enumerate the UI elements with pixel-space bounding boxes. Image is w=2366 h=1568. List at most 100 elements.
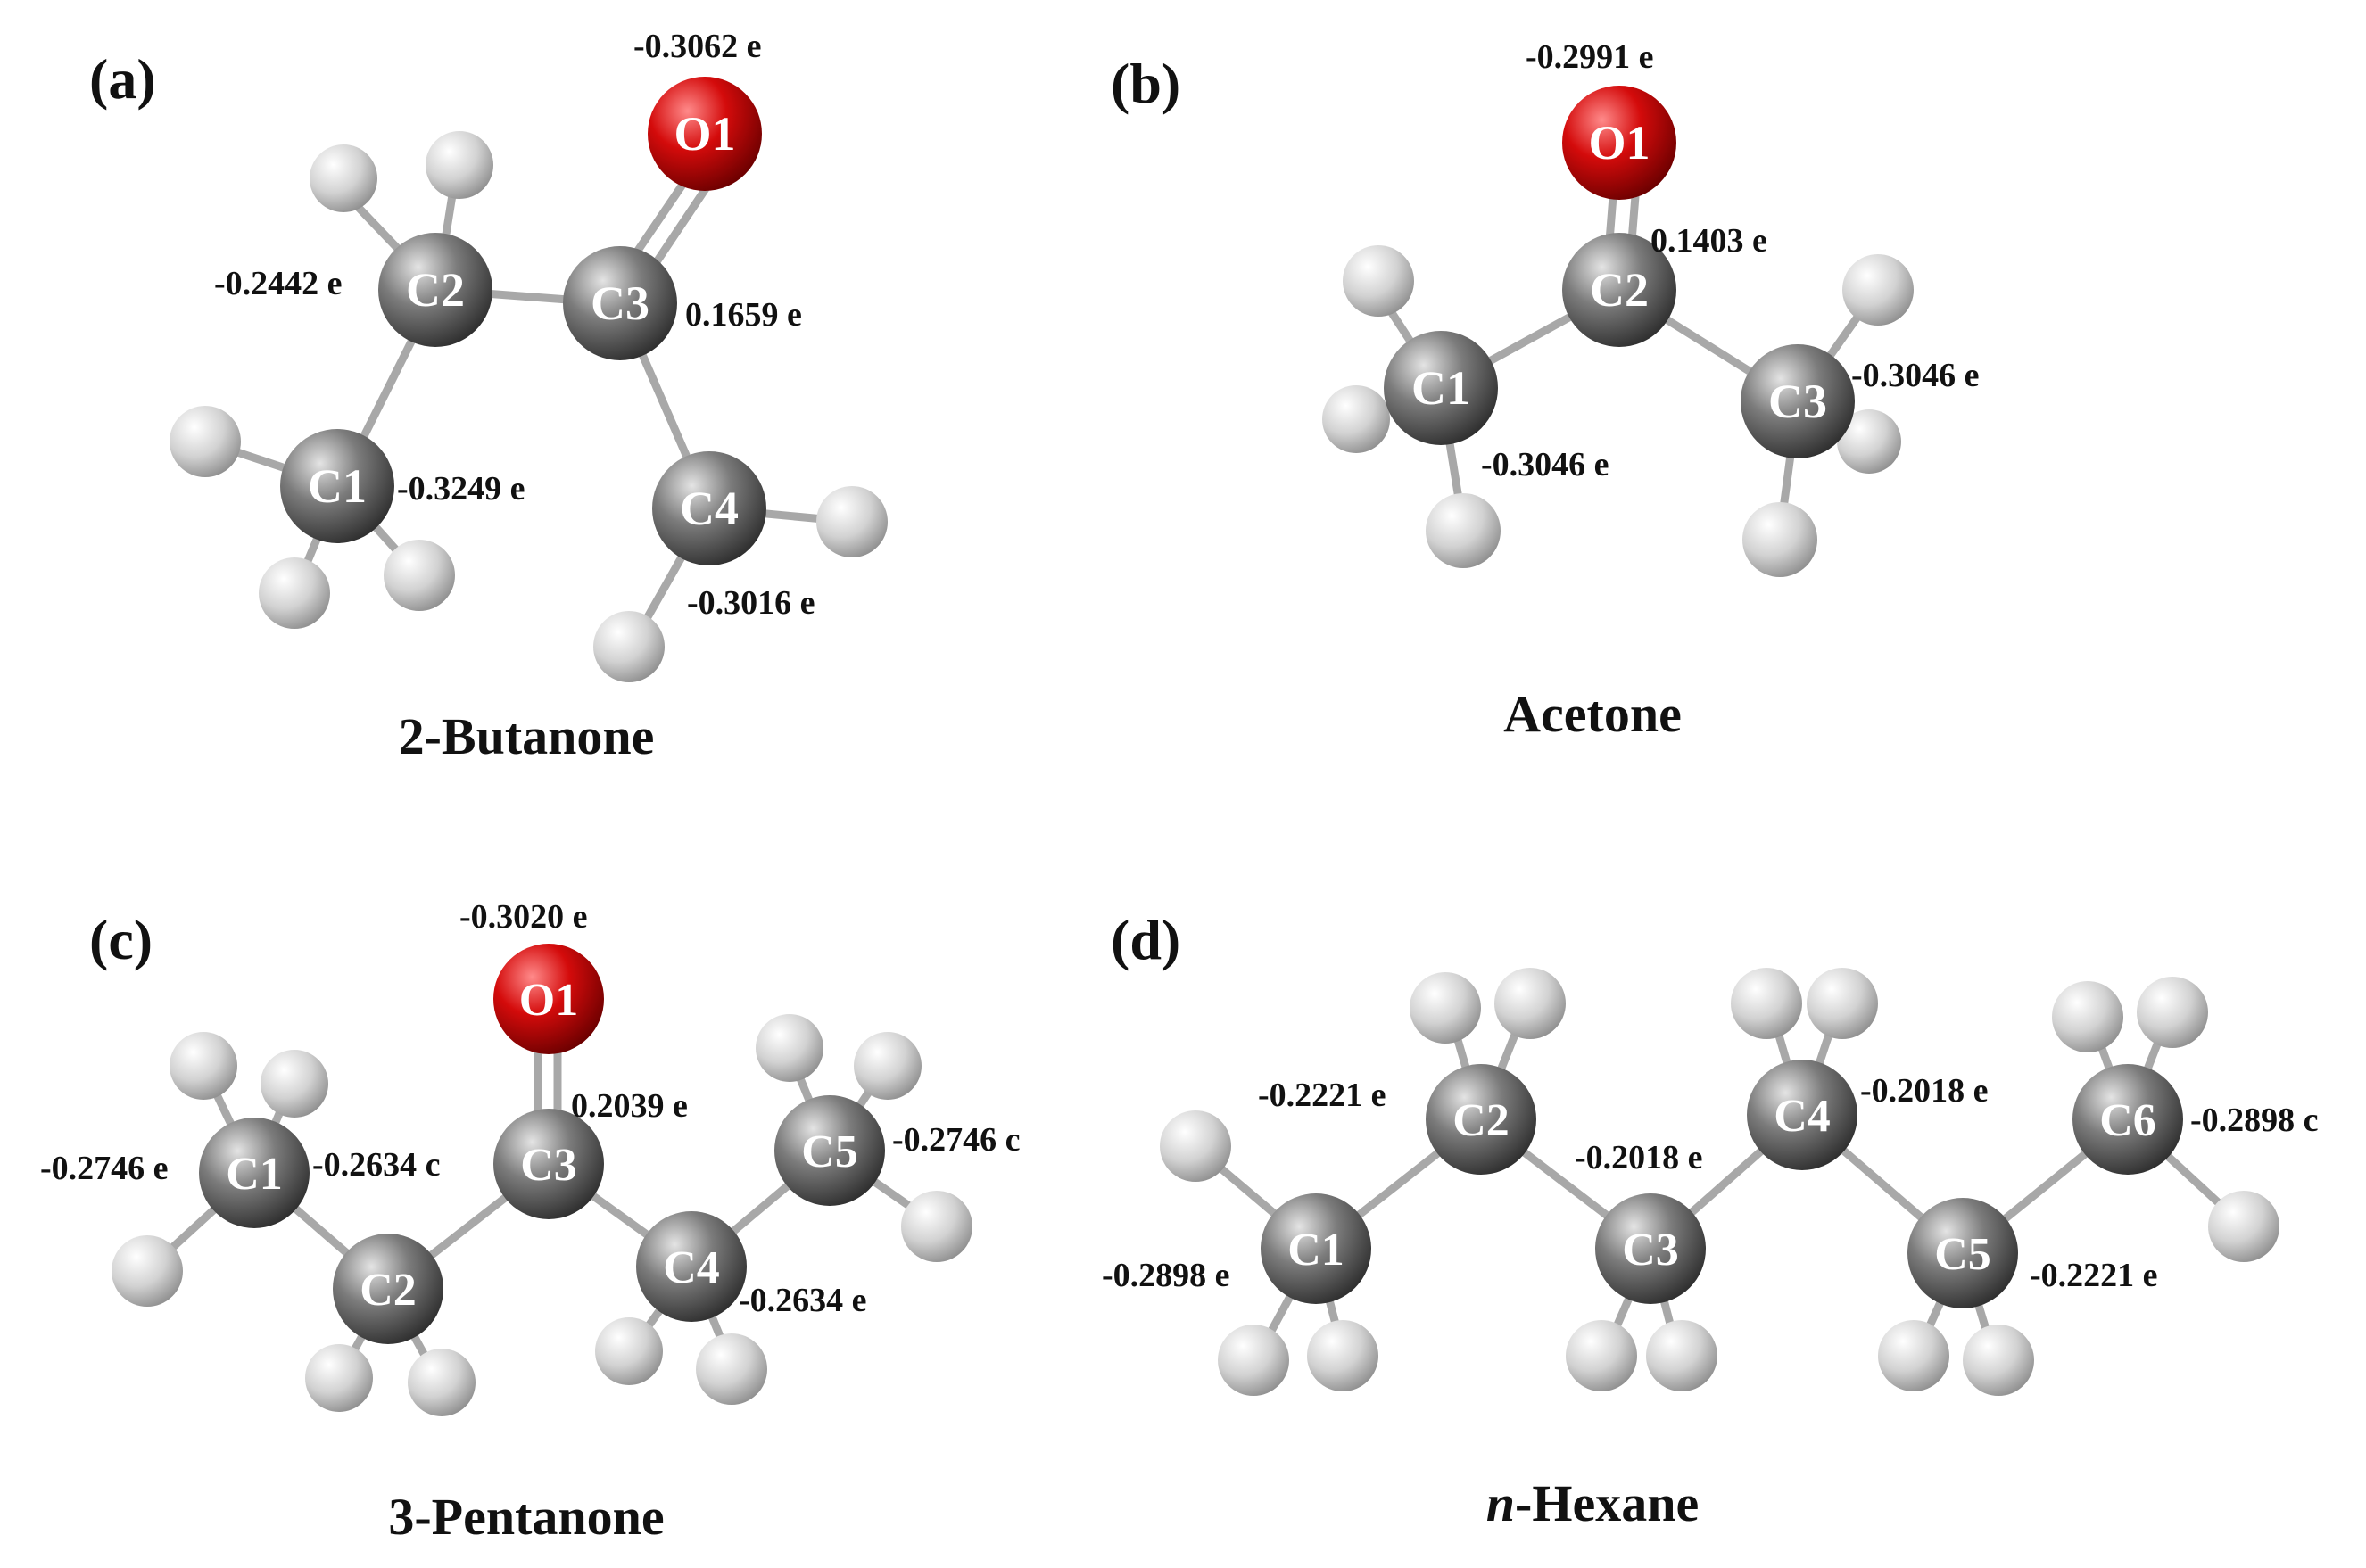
bonds-d (1195, 1003, 2244, 1360)
hydrogen-atom (1742, 502, 1817, 577)
hydrogen-atom (259, 557, 330, 629)
hydrogen-atom (1963, 1325, 2034, 1396)
atom-label-C1: C1 (308, 459, 367, 513)
hydrogen-atom (901, 1191, 972, 1262)
hydrogen-atom (1731, 968, 1802, 1039)
atom-C2 (378, 233, 492, 347)
atom-C1 (1384, 331, 1498, 445)
hydrogens-c (112, 1014, 972, 1416)
hydrogen-atom (1160, 1110, 1231, 1182)
heavy-atoms-b (1384, 86, 1855, 458)
hydrogens-a (170, 131, 888, 682)
atom-C5 (1907, 1198, 2018, 1308)
hydrogen-atom (1566, 1320, 1637, 1391)
hydrogen-atom (384, 540, 455, 611)
charge-C4: -0.2018 e (1860, 1072, 1989, 1110)
panel-b: O1 C2 C1 C3 -0.2991 e 0.1403 e -0.3046 e… (1111, 38, 1980, 743)
hydrogen-atom (696, 1333, 767, 1405)
atom-label-C2: C2 (360, 1265, 417, 1316)
hydrogen-atom (1343, 245, 1414, 317)
atom-label-C1: C1 (1411, 361, 1470, 415)
atom-label-C3: C3 (1768, 375, 1827, 428)
panel-c: O1 C1 C2 C3 C4 C5 -0.3020 e -0.2746 e -0… (40, 898, 1021, 1546)
atom-C1 (280, 429, 394, 543)
charge-O1: -0.3062 e (633, 28, 762, 65)
panel-a: O1 C2 C3 C1 C4 -0.3062 e -0.2442 e 0.165… (89, 28, 888, 765)
atom-label-C1: C1 (1287, 1225, 1344, 1275)
panel-label: (d) (1111, 908, 1180, 971)
hydrogen-atom (1494, 968, 1566, 1039)
hydrogen-atom (593, 611, 665, 682)
charge-C3: -0.2018 e (1575, 1139, 1703, 1176)
charges-b: -0.2991 e 0.1403 e -0.3046 e -0.3046 e (1481, 38, 1980, 483)
atom-label-C2: C2 (406, 263, 465, 317)
molecule-name: n-Hexane (1486, 1474, 1699, 1532)
atom-C3 (1595, 1193, 1706, 1304)
hydrogen-atom (1218, 1325, 1289, 1396)
panel-label: (a) (89, 47, 156, 111)
hydrogen-atom (1322, 385, 1390, 453)
atom-label-C1: C1 (226, 1149, 283, 1200)
atom-C6 (2072, 1064, 2183, 1175)
atom-label-C3: C3 (1622, 1225, 1679, 1275)
atom-C4 (1747, 1060, 1857, 1170)
atom-C4 (652, 451, 766, 565)
atom-C3 (493, 1109, 604, 1219)
atom-C5 (774, 1095, 885, 1206)
hydrogen-atom (2137, 977, 2208, 1048)
charge-C2: 0.1403 e (1650, 222, 1767, 260)
atom-labels-b: O1 C2 C1 C3 (1411, 116, 1827, 428)
molecule-name-prefix: n (1486, 1474, 1515, 1532)
charge-C2: -0.2221 e (1258, 1077, 1386, 1114)
atom-C2 (1562, 233, 1676, 347)
hydrogen-atom (112, 1235, 183, 1307)
hydrogen-atom (854, 1032, 922, 1100)
molecule-name: Acetone (1503, 685, 1682, 743)
atom-O1 (648, 77, 762, 191)
atom-label-C5: C5 (1934, 1229, 1991, 1280)
hydrogen-atom (756, 1014, 823, 1082)
atom-labels-d: C1 C2 C3 C4 C5 C6 (1287, 1091, 2156, 1280)
charge-C2: -0.2442 e (214, 265, 343, 302)
hydrogen-atom (408, 1349, 476, 1416)
hydrogen-atom (305, 1344, 373, 1412)
atom-C1 (1261, 1193, 1371, 1304)
atom-C4 (636, 1211, 747, 1322)
hydrogen-atom (170, 406, 241, 477)
charge-C1: -0.3249 e (397, 470, 525, 508)
charges-d: -0.2898 e -0.2221 e -0.2018 e -0.2018 e … (1102, 1072, 2319, 1294)
charge-C4: -0.2634 e (739, 1282, 867, 1319)
atom-C2 (333, 1234, 443, 1344)
charge-C5: -0.2746 c (892, 1121, 1021, 1159)
hydrogen-atom (1878, 1320, 1949, 1391)
atom-labels-a: O1 C2 C3 C1 C4 (308, 107, 739, 535)
atom-label-O1: O1 (674, 107, 735, 161)
charges-c: -0.3020 e -0.2746 e -0.2634 c 0.2039 e -… (40, 898, 1021, 1319)
charge-C5: -0.2221 e (2030, 1257, 2158, 1294)
atom-label-C2: C2 (1590, 263, 1649, 317)
atom-C1 (199, 1118, 310, 1228)
atom-O1 (493, 944, 604, 1054)
panel-label: (c) (89, 908, 153, 971)
heavy-atoms-a (280, 77, 766, 565)
atom-label-C2: C2 (1452, 1095, 1510, 1146)
molecule-name: 3-Pentanone (388, 1488, 664, 1546)
atom-label-C3: C3 (520, 1140, 577, 1191)
hydrogen-atom (426, 131, 493, 199)
charges-a: -0.3062 e -0.2442 e 0.1659 e -0.3249 e -… (214, 28, 815, 622)
atom-label-C5: C5 (801, 1126, 858, 1177)
molecule-name: 2-Butanone (399, 707, 655, 765)
heavy-atoms-d (1261, 1060, 2183, 1308)
hydrogen-atom (595, 1317, 663, 1385)
hydrogen-atom (2208, 1191, 2279, 1262)
hydrogen-atom (1646, 1320, 1717, 1391)
heavy-atoms-c (199, 944, 885, 1344)
hydrogens-d (1160, 968, 2279, 1396)
atom-C3 (1741, 344, 1855, 458)
panel-d: C1 C2 C3 C4 C5 C6 -0.2898 e -0.2221 e -0… (1102, 908, 2319, 1532)
hydrogens-b (1322, 245, 1914, 577)
hydrogen-atom (1426, 493, 1501, 568)
atom-label-C4: C4 (1774, 1091, 1831, 1142)
atom-C3 (563, 246, 677, 360)
